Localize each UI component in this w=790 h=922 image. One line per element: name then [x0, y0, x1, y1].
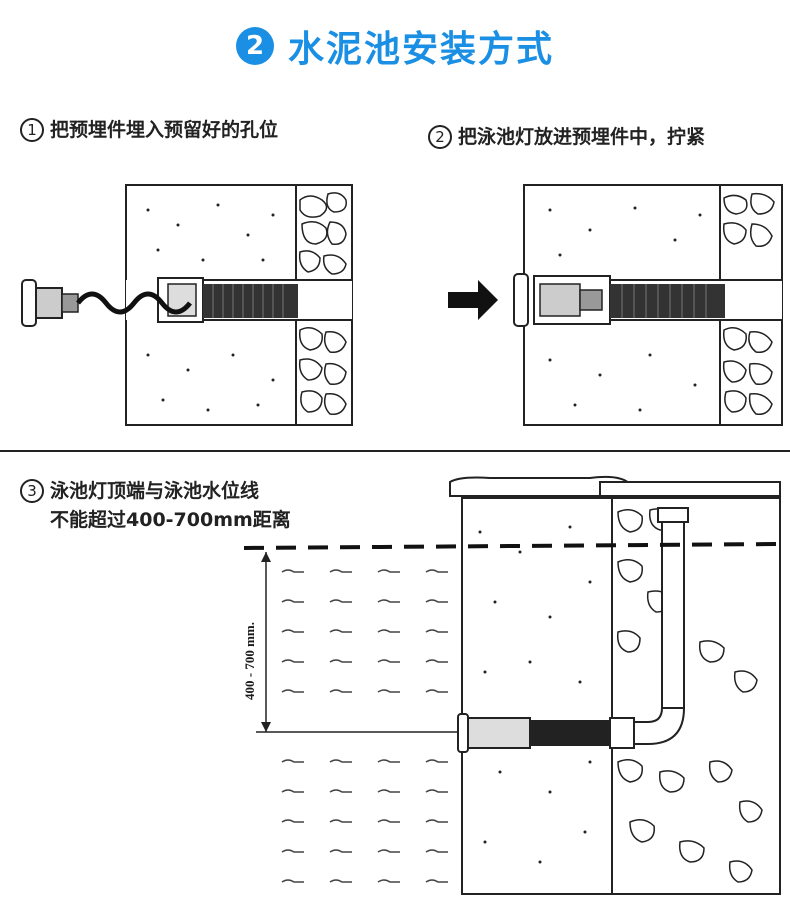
gravel-backfill	[611, 497, 781, 895]
step-1-caption: 1 把预埋件埋入预留好的孔位	[20, 116, 278, 145]
step-3-number: 3	[20, 479, 44, 503]
pool-lamp-installed	[457, 713, 469, 753]
section-divider	[0, 450, 790, 452]
embed-part-illustration	[21, 184, 353, 426]
pool-concrete-wall	[461, 497, 613, 895]
conduit	[203, 284, 298, 318]
section-title: 水泥池安装方式	[287, 29, 554, 70]
insert-lamp-illustration	[448, 184, 783, 426]
pool-lamp	[21, 279, 37, 327]
step-1-text: 把预埋件埋入预留好的孔位	[50, 119, 279, 141]
step-3-text-line-1: 泳池灯顶端与泳池水位线	[50, 480, 260, 502]
dimension-label: 400 - 700 mm.	[242, 622, 257, 700]
push-arrow-icon	[448, 280, 498, 320]
water-level-illustration	[243, 475, 783, 895]
lamp-cable	[76, 291, 192, 315]
pool-water	[281, 569, 448, 883]
step-1-number: 1	[20, 118, 44, 142]
step-2-text: 把泳池灯放进预埋件中，拧紧	[458, 126, 706, 148]
step-3-caption: 3 泳池灯顶端与泳池水位线 不能超过400-700mm距离	[20, 477, 291, 534]
page-title: 2 水泥池安装方式	[0, 18, 790, 74]
step-2-caption: 2 把泳池灯放进预埋件中，拧紧	[428, 123, 705, 152]
section-number-badge: 2	[235, 27, 274, 65]
standpipe	[661, 511, 685, 709]
step-2-number: 2	[428, 125, 452, 149]
water-level-line	[243, 542, 783, 550]
step-3-text-line-2: 不能超过400-700mm距离	[50, 508, 291, 531]
